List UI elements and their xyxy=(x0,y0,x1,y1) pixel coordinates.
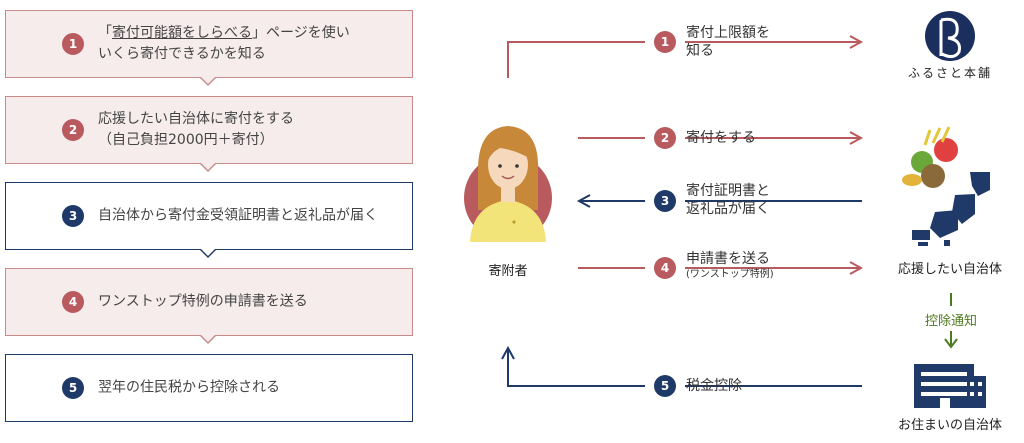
step-4-box: 4 ワンストップ特例の申請書を送る xyxy=(5,268,413,336)
flow-step-5-label: 税金控除 xyxy=(686,378,742,394)
home-municipality-building-icon xyxy=(914,364,986,408)
flow-step-4-label: 申請書を送る (ワンストップ特例) xyxy=(686,250,774,281)
flow-step-3-label-line-2: 返礼品が届く xyxy=(686,201,770,217)
step-1-number: 1 xyxy=(62,33,84,55)
step-2-line-2: （自己負担2000円＋寄付） xyxy=(98,132,274,148)
brand-label: ふるさと本舗 xyxy=(907,66,992,80)
arrow-2-head xyxy=(849,131,864,145)
step-3-notch xyxy=(200,249,216,258)
step-3-line-1: 自治体から寄付金受領証明書と返礼品が届く xyxy=(98,207,378,224)
notice-arrow-head xyxy=(944,338,958,349)
step-4-text: ワンストップ特例の申請書を送る xyxy=(98,292,402,313)
flow-step-1-label-line-2: 知る xyxy=(686,43,714,59)
step-2-line-1: 応援したい自治体に寄付をする xyxy=(98,111,294,127)
step-1-text: 「寄付可能額をしらべる」ページを使い いくら寄付できるかを知る xyxy=(98,23,402,65)
gift-vegetables-icon xyxy=(902,126,958,188)
step-5-text: 翌年の住民税から控除される xyxy=(98,378,402,399)
step-1-box: 1 「寄付可能額をしらべる」ページを使い いくら寄付できるかを知る xyxy=(5,10,413,78)
step-5-box: 5 翌年の住民税から控除される xyxy=(5,354,413,422)
flow-step-3-label-line-1: 寄付証明書と xyxy=(686,183,770,199)
step-1-underline[interactable]: 寄付可能額をしらべる xyxy=(112,25,252,41)
step-1-line-2: いくら寄付できるかを知る xyxy=(98,46,266,62)
flow-step-3-label: 寄付証明書と 返礼品が届く xyxy=(686,182,770,218)
step-3-text: 自治体から寄付金受領証明書と返礼品が届く xyxy=(98,206,402,227)
flow-step-4-label-line-1: 申請書を送る xyxy=(686,251,770,267)
municipality-label: 応援したい自治体 xyxy=(897,262,1002,277)
arrow-1-head xyxy=(849,35,864,49)
home-municipality-label: お住まいの自治体 xyxy=(897,418,1002,433)
step-3-box: 3 自治体から寄付金受領証明書と返礼品が届く xyxy=(5,182,413,250)
step-3-number: 3 xyxy=(62,205,84,227)
flow-step-4-badge: 4 xyxy=(654,257,676,279)
step-1-notch xyxy=(200,77,216,86)
step-2-notch xyxy=(200,163,216,172)
step-2-number: 2 xyxy=(62,119,84,141)
step-4-number: 4 xyxy=(62,291,84,313)
arrow-5-head xyxy=(501,345,515,360)
donor-label: 寄附者 xyxy=(488,264,528,279)
donor-illustration xyxy=(464,126,552,242)
flow-step-2-badge: 2 xyxy=(654,127,676,149)
flow-step-5-badge: 5 xyxy=(654,375,676,397)
arrow-4-head xyxy=(849,261,864,275)
step-4-line-1: ワンストップ特例の申請書を送る xyxy=(98,293,308,310)
arrow-1-line-a xyxy=(507,41,645,78)
flow-step-3-badge: 3 xyxy=(654,190,676,212)
flow-step-1-label-line-1: 寄付上限額を xyxy=(686,25,770,41)
furusato-honpo-logo-icon xyxy=(925,11,975,61)
arrow-5-line-a xyxy=(507,350,645,387)
notice-label: 控除通知 xyxy=(924,314,977,329)
step-5-number: 5 xyxy=(62,377,84,399)
step-5-line-1: 翌年の住民税から控除される xyxy=(98,379,280,396)
flow-step-4-label-sub: (ワンストップ特例) xyxy=(686,269,774,280)
step-1-line-1: 「寄付可能額をしらべる」ページを使い xyxy=(98,25,350,41)
flow-step-2-label: 寄付をする xyxy=(686,130,756,146)
step-4-notch xyxy=(200,335,216,344)
flow-step-1-badge: 1 xyxy=(654,31,676,53)
arrow-3-head xyxy=(576,194,591,208)
flow-step-1-label: 寄付上限額を 知る xyxy=(686,24,770,60)
japan-map-icon xyxy=(912,172,990,246)
step-2-text: 応援したい自治体に寄付をする （自己負担2000円＋寄付） xyxy=(98,109,402,151)
